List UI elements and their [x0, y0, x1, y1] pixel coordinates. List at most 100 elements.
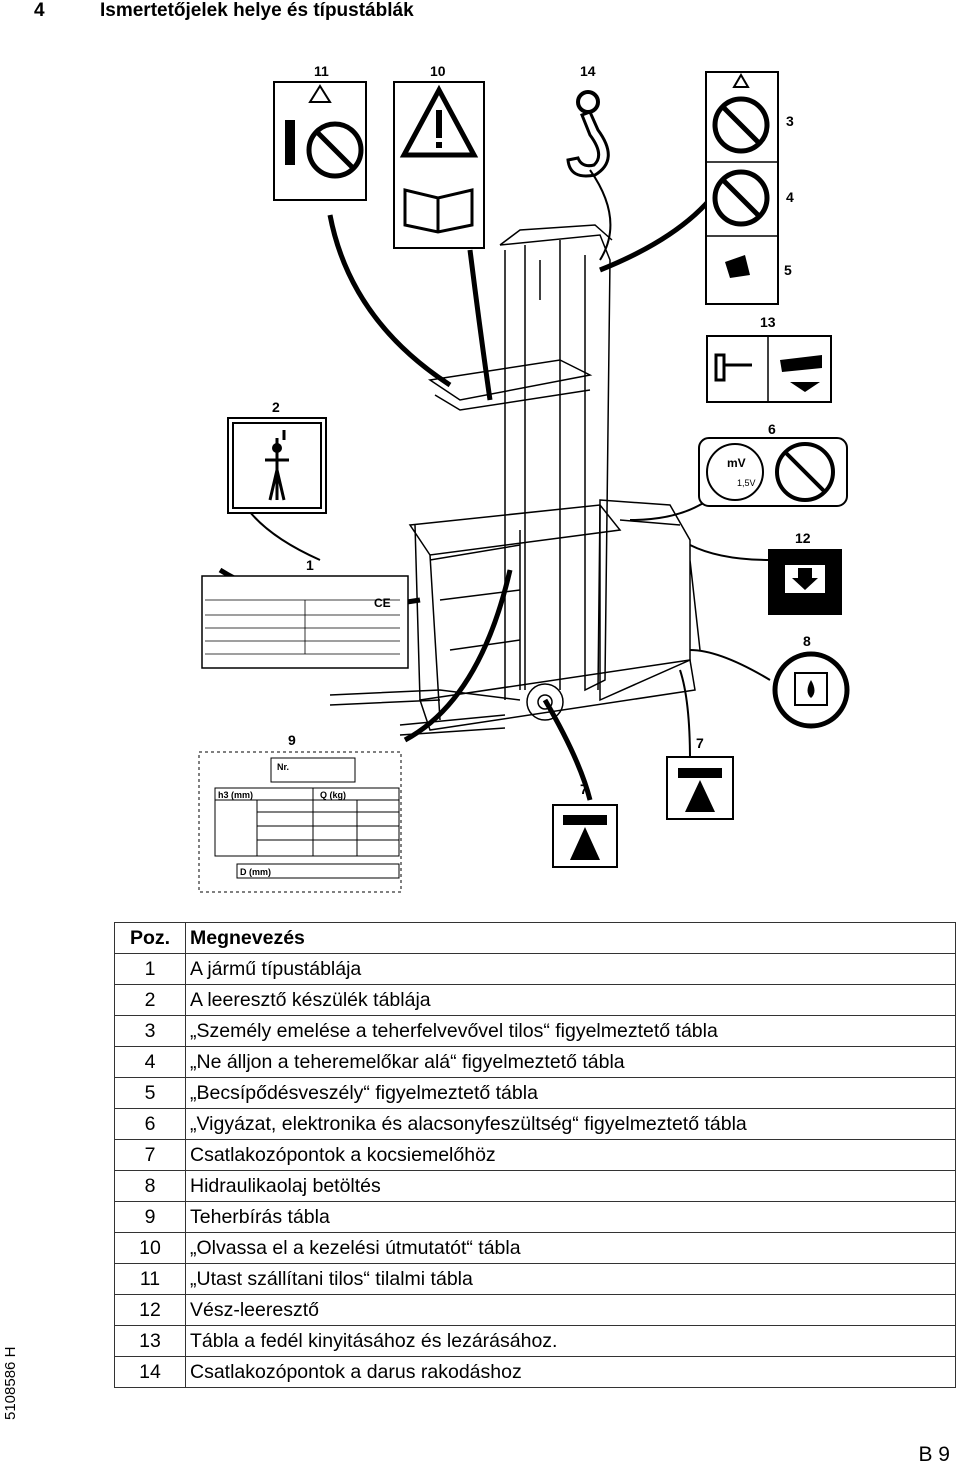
row-name: Teherbírás tábla	[185, 1201, 956, 1233]
capacity-plate-9: 9 Nr. h3 (mm) Q (kg) D (mm)	[198, 732, 402, 893]
svg-text:7: 7	[580, 781, 588, 797]
svg-text:mV: mV	[727, 456, 746, 470]
table-header-row: Poz. Megnevezés	[114, 922, 956, 954]
row-pos: 3	[114, 1015, 186, 1047]
svg-text:h3 (mm): h3 (mm)	[218, 790, 253, 800]
svg-text:7: 7	[696, 735, 704, 751]
row-pos: 9	[114, 1201, 186, 1233]
row-name: „Vigyázat, elektronika és alacsonyfeszül…	[185, 1108, 956, 1140]
row-name: „Személy emelése a teherfelvevővel tilos…	[185, 1015, 956, 1047]
header-pos: Poz.	[114, 922, 186, 954]
svg-text:14: 14	[580, 63, 596, 79]
table-row: 6„Vigyázat, elektronika és alacsonyfeszü…	[114, 1108, 956, 1140]
prohibition-icon	[775, 442, 835, 502]
jack-arrow-icon	[570, 827, 600, 860]
prohibition-icon	[712, 169, 770, 227]
svg-text:9: 9	[288, 732, 296, 748]
row-name: „Ne álljon a teheremelőkar alá“ figyelme…	[185, 1046, 956, 1078]
sign-7-jack-point-a: 7	[666, 735, 734, 820]
leader-8	[689, 649, 771, 681]
row-name: Vész-leeresztő	[185, 1294, 956, 1326]
cabin	[408, 504, 622, 721]
svg-text:CE: CE	[374, 596, 391, 610]
leader-7a	[542, 698, 593, 801]
mast-outline	[499, 234, 611, 700]
pinch-hand-icon	[725, 255, 750, 278]
hook-eye-icon	[576, 90, 600, 114]
sign-10-read-manual: 10	[393, 63, 485, 249]
forks	[329, 689, 521, 736]
book-icon	[403, 188, 474, 234]
row-pos: 12	[114, 1294, 186, 1326]
leader-14	[589, 169, 612, 261]
wheel	[526, 683, 564, 721]
base	[419, 659, 696, 731]
row-pos: 14	[114, 1356, 186, 1388]
row-name: „Utast szállítani tilos“ tilalmi tábla	[185, 1263, 956, 1295]
section-title: Ismertetőjelek helye és típustáblák	[100, 0, 414, 21]
svg-text:D (mm): D (mm)	[240, 867, 271, 877]
row-name: „Becsípődésveszély“ figyelmeztető tábla	[185, 1077, 956, 1109]
sign-11-no-passengers: 11	[273, 63, 367, 201]
sign-6-electronics: 6 mV 1,5V	[698, 421, 848, 507]
row-pos: 2	[114, 984, 186, 1016]
row-name: Hidraulikaolaj betöltés	[185, 1170, 956, 1202]
svg-text:Nr.: Nr.	[277, 762, 289, 772]
svg-text:Q (kg): Q (kg)	[320, 790, 346, 800]
svg-text:12: 12	[795, 530, 811, 546]
sign-12-emergency-lowering: 12	[768, 530, 842, 615]
down-arrow-icon	[792, 568, 818, 590]
upper-platform	[427, 359, 593, 411]
leader-11	[327, 214, 452, 388]
svg-text:5: 5	[784, 262, 792, 278]
row-pos: 4	[114, 1046, 186, 1078]
svg-text:8: 8	[803, 633, 811, 649]
hook-icon	[566, 110, 610, 178]
sign-column-3-4-5: 3 4 5	[705, 71, 794, 305]
row-pos: 1	[114, 953, 186, 985]
svg-text:10: 10	[430, 63, 446, 79]
mast-top	[499, 224, 613, 246]
section-number: 4	[34, 0, 45, 21]
table-row: 10„Olvassa el a kezelési útmutatót“ tábl…	[114, 1232, 956, 1264]
row-name: A leeresztő készülék táblája	[185, 984, 956, 1016]
jack-arrow-icon	[685, 780, 715, 812]
hook-14: 14	[566, 63, 610, 178]
svg-text:3: 3	[786, 113, 794, 129]
row-pos: 7	[114, 1139, 186, 1171]
svg-text:11: 11	[314, 63, 329, 79]
warning-triangle-icon	[399, 84, 479, 158]
svg-text:1: 1	[306, 557, 314, 573]
row-name: A jármű típustáblája	[185, 953, 956, 985]
svg-text:6: 6	[768, 421, 776, 437]
row-name: Csatlakozópontok a kocsiemelőhöz	[185, 1139, 956, 1171]
svg-text:2: 2	[272, 399, 280, 415]
warning-icon	[732, 73, 750, 88]
leader-7b	[679, 669, 691, 761]
row-name: „Olvassa el a kezelési útmutatót“ tábla	[185, 1232, 956, 1264]
header-name: Megnevezés	[185, 922, 956, 954]
page-number: B 9	[918, 1443, 950, 1466]
cabin-railing	[429, 544, 521, 651]
lid-icon	[780, 355, 822, 392]
truck-label-diagram: 11 10 14 3 4 5 13	[198, 63, 850, 893]
row-name: Csatlakozópontok a darus rakodáshoz	[185, 1356, 956, 1388]
oil-drop-icon	[807, 680, 815, 698]
prohibition-icon	[712, 96, 770, 154]
svg-text:1,5V: 1,5V	[737, 478, 756, 488]
table-row: 5„Becsípődésveszély“ figyelmeztető tábla	[114, 1077, 956, 1109]
table-row: 3„Személy emelése a teherfelvevővel tilo…	[114, 1015, 956, 1047]
key-icon	[714, 353, 752, 382]
svg-text:13: 13	[760, 314, 776, 330]
warning-icon	[308, 84, 332, 103]
row-pos: 8	[114, 1170, 186, 1202]
row-pos: 6	[114, 1108, 186, 1140]
leader-10	[467, 249, 493, 401]
row-name: Tábla a fedél kinyitásához és lezárásáho…	[185, 1325, 956, 1357]
